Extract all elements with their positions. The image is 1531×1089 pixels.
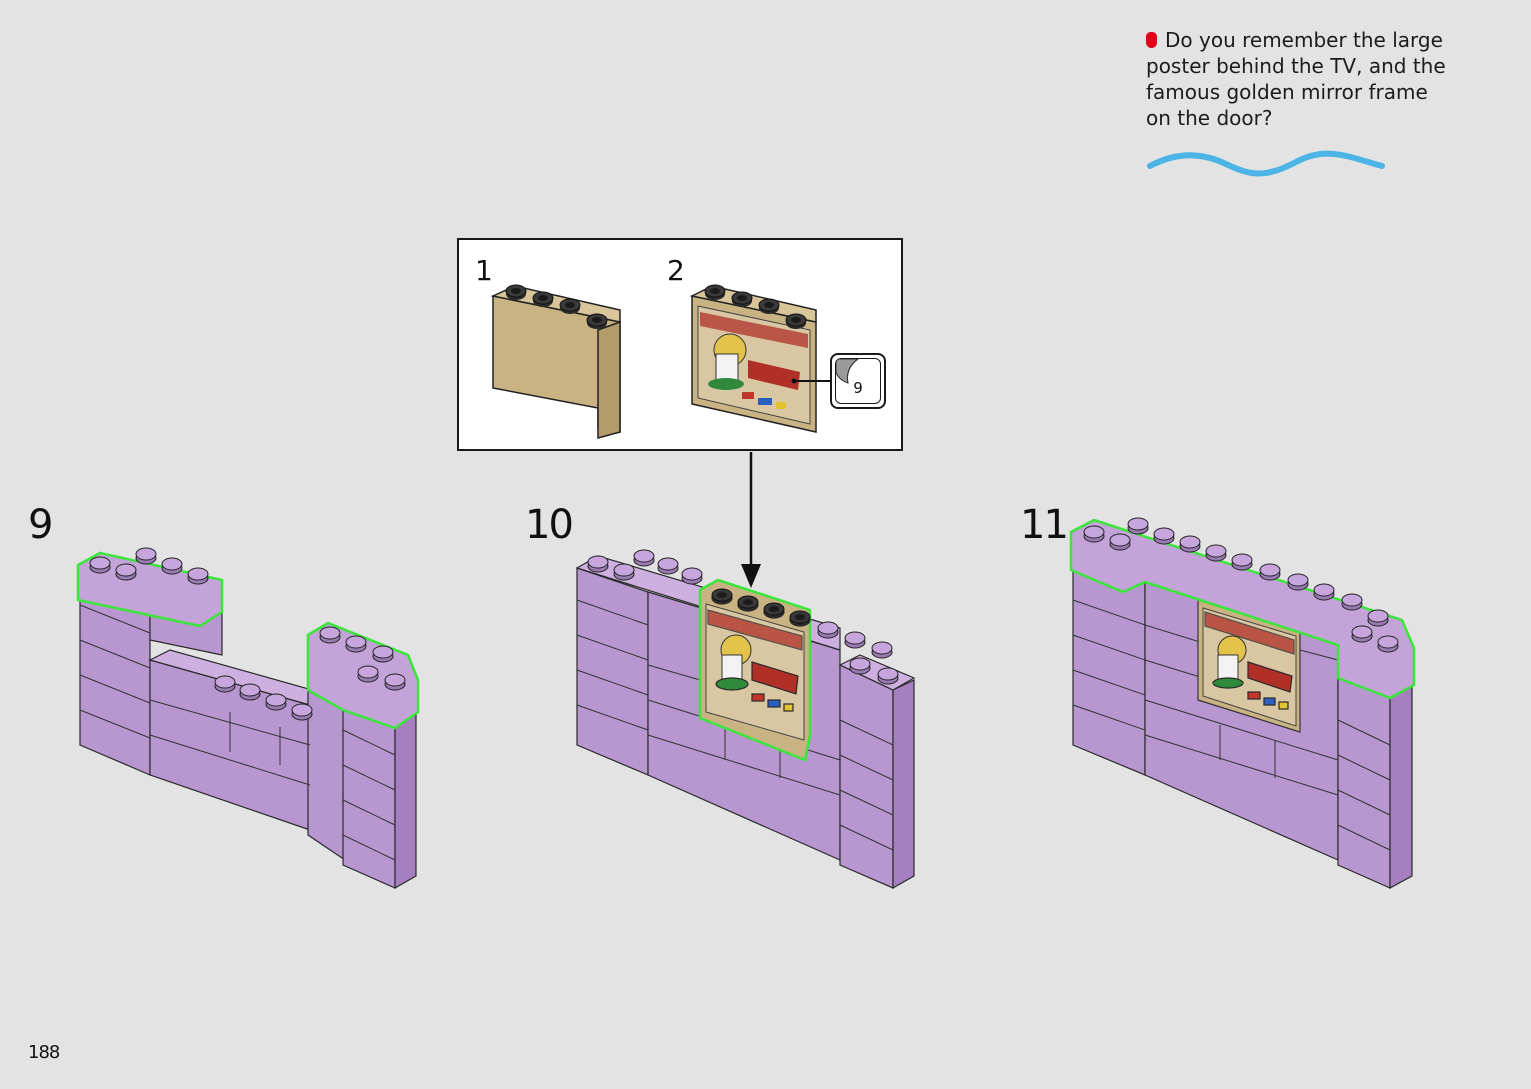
tan-panel-part	[490, 284, 621, 439]
red-bullet-icon	[1146, 32, 1157, 48]
sub-step-number: 1	[475, 254, 493, 287]
sticker-sheet-number: 9	[853, 379, 863, 397]
placement-arrow	[741, 452, 761, 588]
sticker-sheet-reference: 9	[830, 353, 886, 409]
step-number: 9	[28, 502, 53, 548]
note-text: Do you remember the large poster behind …	[1146, 28, 1446, 130]
step-number: 10	[525, 502, 574, 548]
step-10-wall	[575, 549, 916, 890]
wave-decoration-icon	[1147, 150, 1385, 177]
step-9-wall	[76, 547, 420, 890]
step-number: 11	[1020, 502, 1069, 548]
builder-note: Do you remember the large poster behind …	[1146, 27, 1446, 131]
sub-step-number: 2	[667, 254, 685, 287]
step-11-wall	[1069, 517, 1416, 890]
poster-panel-part	[689, 284, 832, 433]
page-number: 188	[28, 1042, 60, 1063]
sticker-peel-icon	[836, 359, 859, 384]
